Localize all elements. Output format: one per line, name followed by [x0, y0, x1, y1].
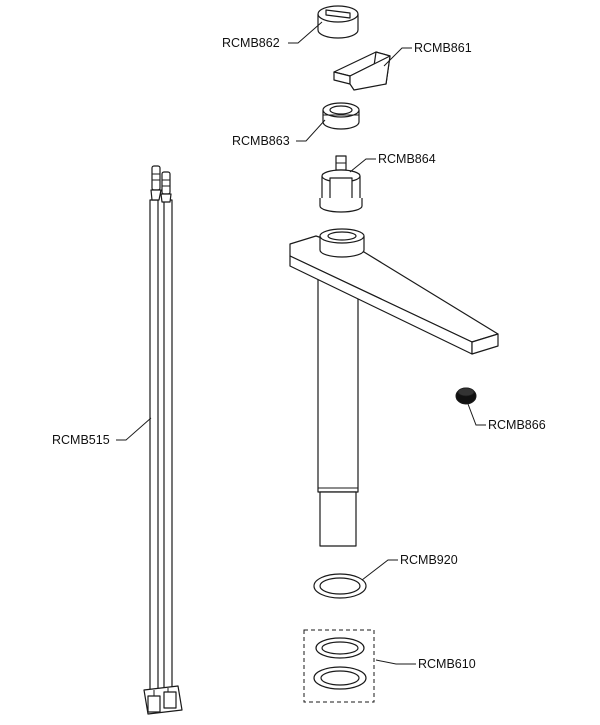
leader-lines — [116, 21, 486, 665]
label-rcmb863: RCMB863 — [232, 134, 290, 148]
aerator — [455, 387, 477, 405]
retaining-nut — [322, 102, 360, 130]
top-cap — [317, 5, 359, 39]
seal-kit — [303, 629, 375, 703]
label-rcmb515: RCMB515 — [52, 433, 110, 447]
faucet-body — [289, 228, 499, 547]
label-rcmb861: RCMB861 — [414, 41, 472, 55]
cartridge — [319, 155, 363, 213]
label-rcmb864: RCMB864 — [378, 152, 436, 166]
label-rcmb610: RCMB610 — [418, 657, 476, 671]
label-rcmb866: RCMB866 — [488, 418, 546, 432]
label-rcmb920: RCMB920 — [400, 553, 458, 567]
label-rcmb862: RCMB862 — [222, 36, 280, 50]
flexible-hoses — [143, 165, 183, 715]
base-washer — [313, 573, 367, 599]
lever-handle — [333, 51, 391, 91]
